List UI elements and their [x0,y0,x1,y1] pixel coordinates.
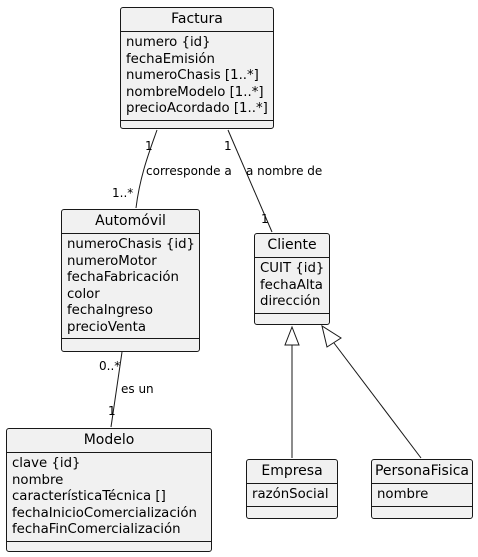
attribute: fechaFabricación [67,270,179,285]
attribute: nombreModelo [1..*] [126,84,264,100]
methods-compartment [255,314,329,320]
methods-compartment [247,507,337,513]
association-line-factura-cliente [227,129,273,233]
association-line-automovil-modelo [110,351,123,428]
class-name: Cliente [267,237,317,253]
class-name: PersonaFisica [374,463,469,479]
multiplicity-factura-cliente-source: 1 [224,139,232,153]
attribute: dirección [260,294,321,309]
attribute: numeroMotor [67,253,157,269]
attribute: nombre [377,487,429,502]
attribute: razónSocial [252,487,329,502]
generalization-arrowhead-empresa [284,325,300,346]
attribute-list: CUIT {id} fechaAlta dirección [255,258,329,313]
class-factura: Factura numero {id} fechaEmisión numeroC… [120,7,274,129]
multiplicity-automovil-modelo-source: 0..* [99,359,121,373]
attribute-list: nombre [372,484,472,506]
association-label-factura-automovil: corresponde a [146,164,232,178]
attribute: fechaFinComercialización [12,522,181,537]
methods-compartment [372,507,472,513]
class-automovil: Automóvil numeroChasis {id} numeroMotor … [61,209,200,352]
attribute: clave {id} [12,456,81,471]
methods-compartment [62,339,199,345]
attribute: precioAcordado [1..*] [126,101,268,116]
multiplicity-factura-automovil-source: 1 [145,139,153,153]
class-cliente: Cliente CUIT {id} fechaAlta dirección [254,233,330,325]
multiplicity-factura-cliente-target: 1 [261,212,269,226]
class-name: Automóvil [95,213,166,229]
methods-compartment [121,121,273,127]
association-label-factura-cliente: a nombre de [246,164,323,178]
attribute: fechaIngreso [67,303,153,318]
attribute: numeroChasis [1..*] [126,68,259,83]
class-name: Empresa [261,463,323,479]
attribute: CUIT {id} [260,261,325,276]
attribute-list: razónSocial [247,484,337,506]
attribute-list: clave {id} nombre característicaTécnica … [7,453,211,541]
attribute: fechaAlta [260,277,323,293]
class-name: Factura [171,11,223,27]
generalization-arrowhead-personafisica [321,324,342,348]
attribute: fechaInicioComercialización [12,505,197,521]
attribute: precioVenta [67,319,146,335]
multiplicity-automovil-modelo-target: 1 [108,404,116,418]
class-persona-fisica: PersonaFisica nombre [371,459,473,519]
attribute: numero {id} [126,35,211,50]
attribute: color [67,286,100,302]
attribute-list: numeroChasis {id} numeroMotor fechaFabri… [62,234,199,338]
class-name: Modelo [83,432,135,448]
attribute: numeroChasis {id} [67,237,195,252]
association-label-automovil-modelo: es un [121,382,154,396]
multiplicity-factura-automovil-target: 1..* [112,186,134,200]
attribute-list: numero {id} fechaEmisión numeroChasis [1… [121,32,273,120]
attribute: característicaTécnica [] [12,489,166,504]
association-line-factura-automovil [135,129,158,209]
class-empresa: Empresa razónSocial [246,459,338,519]
class-modelo: Modelo clave {id} nombre característicaT… [6,428,212,552]
attribute: nombre [12,472,64,488]
methods-compartment [7,542,211,548]
generalization-line-personafisica [333,342,422,459]
attribute: fechaEmisión [126,51,215,67]
